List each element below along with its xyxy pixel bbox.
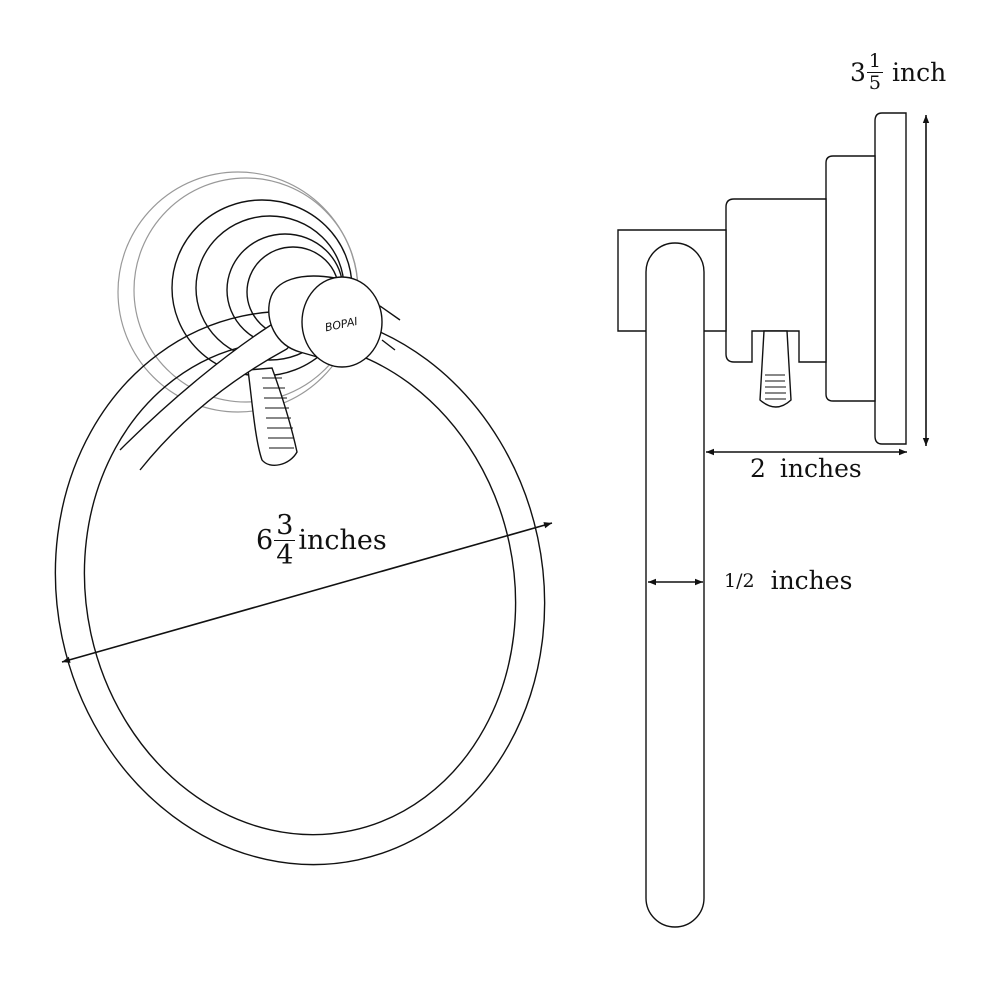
diameter-unit: inches bbox=[298, 525, 387, 556]
front-view: BOPAI bbox=[54, 171, 553, 866]
back-plate bbox=[874, 112, 907, 445]
cylinder bbox=[268, 275, 401, 368]
middle-plate bbox=[825, 155, 876, 402]
depth-label: 2 inches bbox=[750, 454, 862, 483]
height-fraction: 1 5 bbox=[866, 50, 883, 94]
thickness-label: 1/2 inches bbox=[724, 566, 853, 595]
diameter-label: 6 3 4 inches bbox=[256, 512, 387, 569]
side-lever bbox=[759, 330, 792, 408]
diameter-whole: 6 bbox=[256, 525, 274, 556]
lever bbox=[247, 367, 298, 466]
diameter-arrow bbox=[61, 522, 553, 663]
height-label: 3 1 5 inch bbox=[850, 50, 947, 94]
rod bbox=[645, 242, 705, 928]
diameter-fraction: 3 4 bbox=[274, 510, 296, 571]
side-view bbox=[617, 112, 930, 928]
